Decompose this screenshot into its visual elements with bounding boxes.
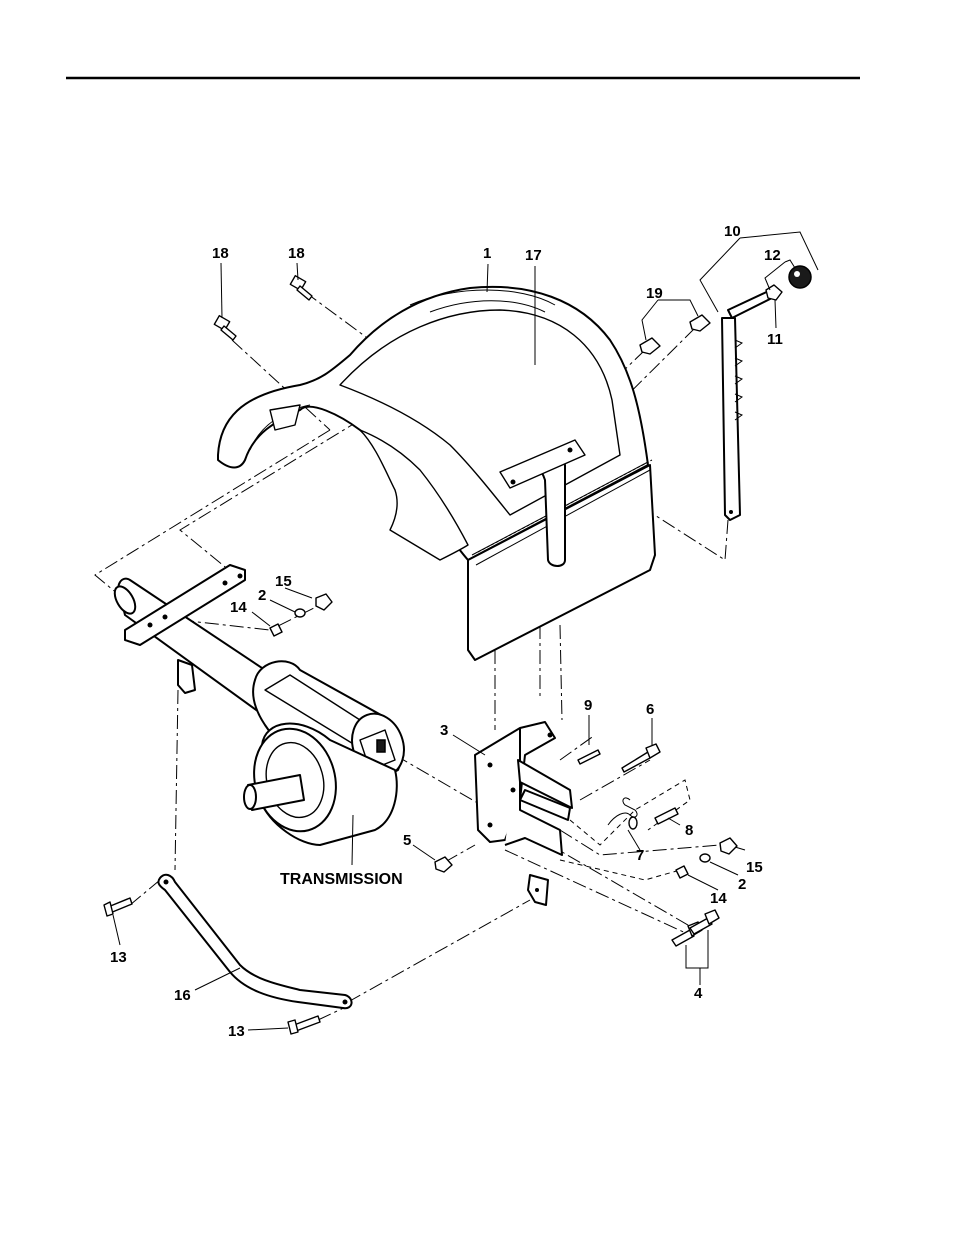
callout-8: 8 — [685, 822, 693, 839]
callout-14-upper: 14 — [230, 599, 247, 616]
transmission-assembly — [111, 565, 413, 845]
callout-13-lower: 13 — [228, 1023, 245, 1040]
callout-11: 11 — [767, 331, 783, 348]
callout-15-upper: 15 — [275, 573, 292, 590]
depth-bar — [722, 266, 811, 520]
callout-12: 12 — [764, 247, 781, 264]
callout-2-upper: 2 — [258, 587, 266, 604]
callout-16: 16 — [174, 987, 191, 1004]
bolt-19-right — [690, 315, 710, 331]
callout-2-lower: 2 — [738, 876, 746, 893]
callout-18-right: 18 — [288, 245, 305, 262]
callout-9: 9 — [584, 697, 592, 714]
callout-6: 6 — [646, 701, 654, 718]
bolt-18-left — [214, 316, 236, 340]
callout-4: 4 — [694, 985, 703, 1002]
callout-1: 1 — [483, 245, 491, 262]
callout-3: 3 — [440, 722, 448, 739]
tine-shield — [218, 287, 655, 660]
callout-19: 19 — [646, 285, 663, 302]
callout-17: 17 — [525, 247, 542, 264]
callout-14-lower: 14 — [710, 890, 727, 907]
hitch-bracket — [475, 722, 572, 905]
transmission-label: TRANSMISSION — [280, 871, 403, 888]
callout-5: 5 — [403, 832, 411, 849]
callout-7: 7 — [636, 847, 644, 864]
callout-15-lower: 15 — [746, 859, 763, 876]
callout-13-left: 13 — [110, 949, 127, 966]
callout-10: 10 — [724, 223, 741, 240]
callout-18-left: 18 — [212, 245, 229, 262]
bolt-18-right — [290, 276, 312, 300]
bolt-19-left — [640, 338, 660, 354]
